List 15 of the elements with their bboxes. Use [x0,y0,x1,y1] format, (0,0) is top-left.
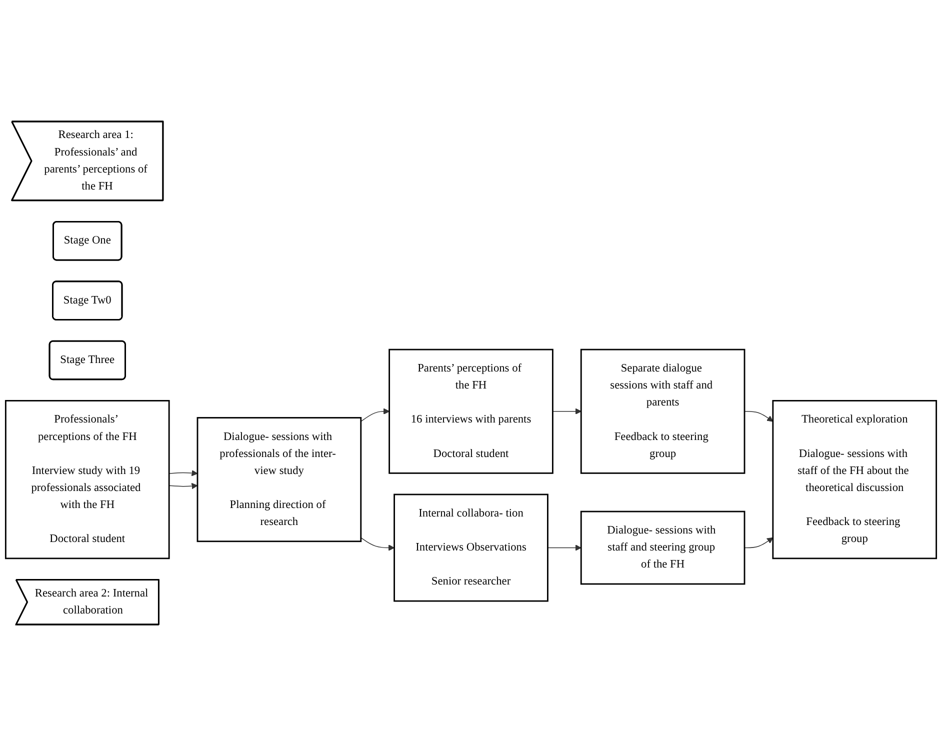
node-box: Theoretical exploration Dialogue- sessions with staff of the FH about the theoretical discussion Feedback to steering group [772,400,938,560]
node-box: Separate dialogue sessions with staff and parents Feedback to steering group [580,348,746,474]
arrow [360,408,390,422]
node-box: Dialogue- sessions with staff and steering group of the FH [580,510,746,585]
arrow [552,408,582,414]
arrow [168,470,198,476]
arrow [168,482,198,490]
arrow [547,544,582,551]
node-box: Parents’ perceptions of the FH 16 interviews with parents Doctoral student [388,348,554,474]
arrow [360,537,395,551]
arrow [744,537,774,548]
node-box: Internal collabora- tion Interviews Observations Senior researcher [394,494,548,602]
node-box: Professionals’ perceptions of the FH Interview study with 19 professionals associated with the FH Doctoral student [4,400,170,560]
node-box: Dialogue- sessions with professionals of the inter- view study Planning direction of research [196,417,362,542]
arrow [744,411,774,422]
